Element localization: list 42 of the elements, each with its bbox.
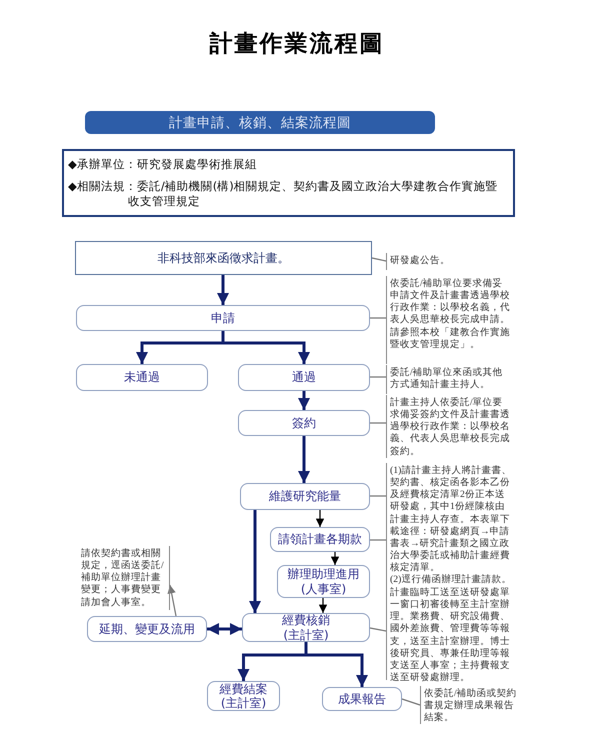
process-box: 未通過 (76, 364, 208, 391)
note-text: 委託/補助單位來函或其他方式通知計畫主持人。 (386, 365, 512, 394)
arrow (330, 552, 340, 565)
process-box: 經費核銷 (主計室) (242, 613, 370, 642)
arrow (316, 510, 324, 527)
process-box: 延期、變更及流用 (87, 616, 207, 642)
process-box: 通過 (238, 364, 370, 391)
note-text: 研發處公告。 (386, 253, 466, 270)
arrow (222, 331, 310, 364)
process-box: 成果報告 (322, 687, 402, 711)
arrow (217, 275, 229, 305)
title-banner: 計畫申請、核銷、結案流程圖 (85, 111, 435, 134)
leader-line (370, 317, 386, 319)
process-box: 維護研究能量 (240, 483, 370, 510)
arrow (249, 510, 261, 613)
arrow (298, 436, 310, 483)
note-text: 依委託/補助單位要求備妥申請文件及計畫書透過學校行政作業：以學校名義，代表人吳思華校長完成申請。請參照本校「建教合作實施暨收支管理規定」。 (386, 276, 512, 364)
process-box: 辦理助理進用 (人事室) (277, 565, 370, 598)
arrow (318, 598, 328, 613)
info-box: ◆承辦單位：研究發展處學術推展組 ◆相關法規：委託/補助機關(構)相關規定、契約書及國立政治大學建教合作實施暨收支管理規定 (62, 149, 515, 217)
process-box: 簽約 (238, 410, 370, 436)
process-box: 請領計畫各期款 (270, 527, 370, 552)
page-title: 計畫作業流程圖 (208, 30, 386, 59)
leader-line (370, 627, 386, 632)
note-text: 請依契約書或相關規定，逕函送委託/補助單位辦理計畫變更；人事費變更請加會人事室。 (78, 546, 170, 610)
leader-line (370, 495, 386, 497)
leader-line (370, 539, 386, 541)
note-text: (1)請計畫主持人將計畫書、契約書、核定函各影本乙份及經費核定清單2份正本送研發處，其中1份經陳核由計畫主持人存查。本表單下載途徑：研發處網頁→申請書表→研究計畫類之國立政治大學委託或補助計畫經費核定清單。 (2)逕行備函辦理計畫請款。 (386, 463, 514, 585)
arrow (304, 642, 368, 687)
start-box: 非科技部來函徵求計畫。 (75, 241, 372, 275)
leader-line (370, 376, 386, 378)
note-text: 計畫臨時工送至送研發處單一窗口初審後轉至主計室辦理。業務費、研究設備費、國外差旅費、管理費等等報支，送至主計室辦理。博士後研究員、專兼任助理等報支送至人事室；主持費報支送至研發處辦理。 (386, 585, 512, 680)
note-text: 計畫主持人依委託/單位要求備妥簽約文件及計畫書透過學校行政作業：以學校名義、代表人吳思華校長完成簽約。 (386, 395, 512, 458)
arrow (167, 584, 177, 616)
note-text: 依委託/補助函或契約書規定辦理成果報告結案。 (420, 686, 524, 724)
arrow (298, 391, 310, 410)
arrow (207, 623, 242, 635)
leader-line (370, 422, 386, 424)
process-box: 經費結案 (主計室) (207, 681, 280, 711)
leader-line (372, 257, 386, 262)
leader-line (402, 698, 420, 706)
process-box: 申請 (76, 305, 370, 331)
